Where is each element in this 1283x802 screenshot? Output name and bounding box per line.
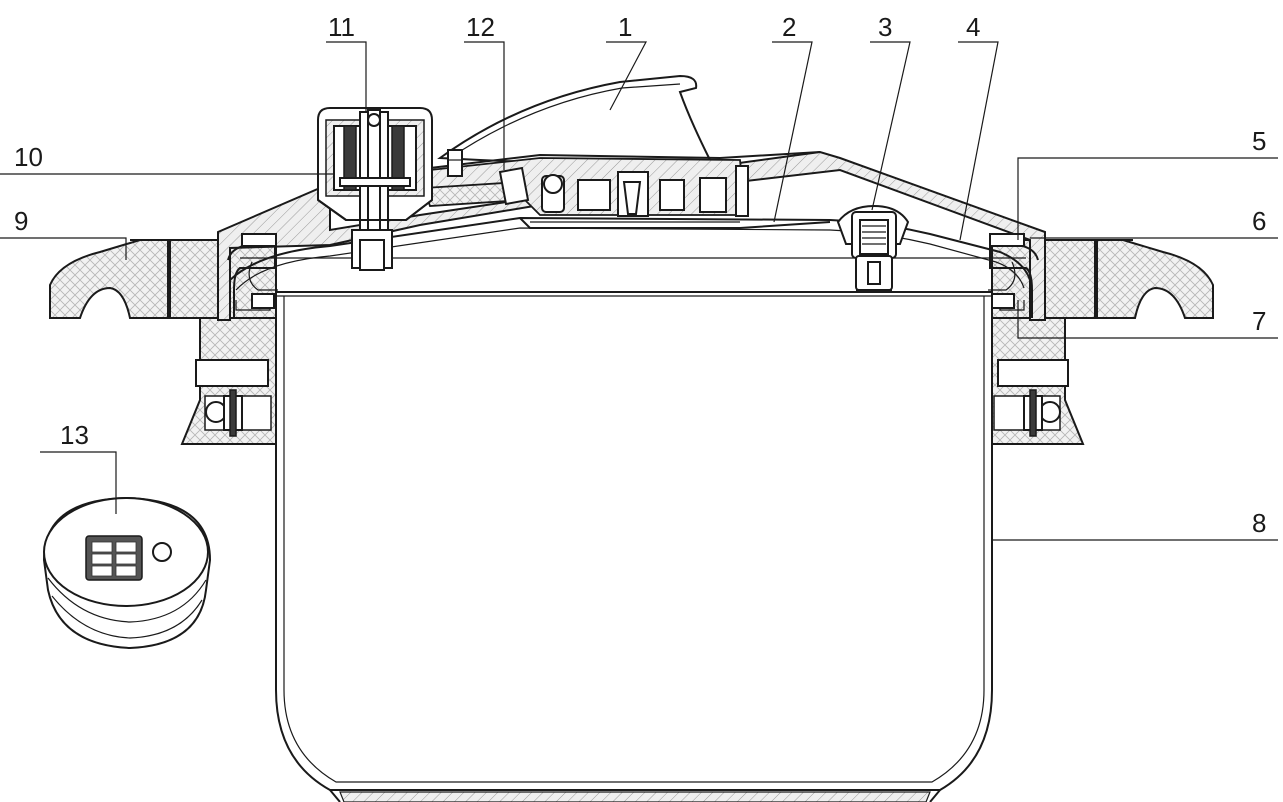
callout-5: 5 (1252, 126, 1266, 156)
pressure-valve (317, 107, 433, 271)
left-handle (49, 239, 277, 445)
callout-7: 7 (1252, 306, 1266, 336)
callout-11: 11 (328, 12, 355, 42)
callout-9: 9 (14, 206, 28, 236)
safety-valve (836, 204, 910, 291)
callout-labels: 11 12 1 2 3 4 5 6 7 8 9 10 13 (14, 12, 1266, 538)
callout-10: 10 (14, 142, 43, 172)
callout-12: 12 (466, 12, 495, 42)
callout-2: 2 (782, 12, 796, 42)
pot-body (275, 291, 993, 802)
callout-1: 1 (618, 12, 632, 42)
callout-3: 3 (878, 12, 892, 42)
callout-4: 4 (966, 12, 980, 42)
right-handle (991, 239, 1214, 445)
leader-lines (0, 41, 1278, 541)
callout-13: 13 (60, 420, 89, 450)
lock-lever (399, 166, 530, 207)
callout-8: 8 (1252, 508, 1266, 538)
callout-6: 6 (1252, 206, 1266, 236)
valve-weight-detail (42, 496, 212, 650)
